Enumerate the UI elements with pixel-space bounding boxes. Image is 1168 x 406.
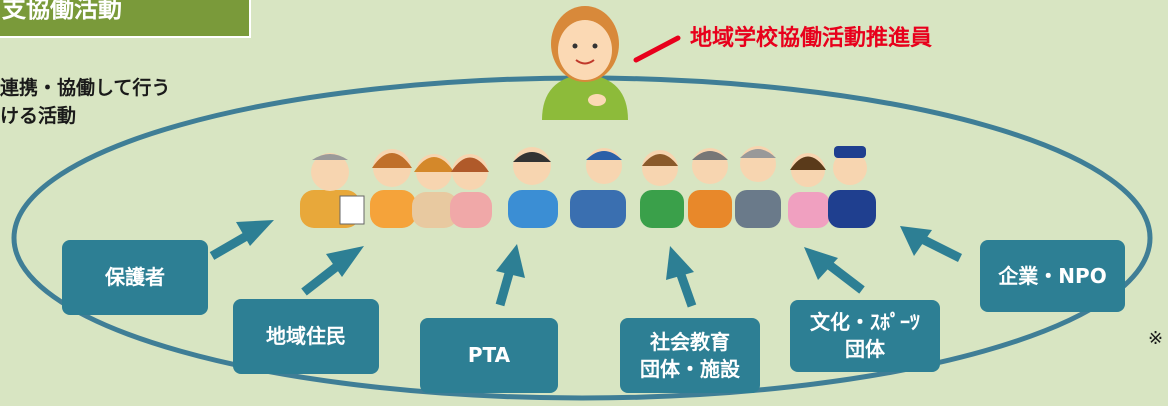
stakeholder-companies-label: 企業・NPO [998,263,1107,288]
description-text: 連携・協働して行う ける活動 [0,74,300,130]
stakeholder-social-education-label-1: 社会教育 [650,329,730,354]
coordinator-illustration [542,6,628,120]
arrow-residents [301,246,364,296]
note-mark: ※ [1148,328,1164,349]
stakeholder-culture-sports-box: 文化・ｽﾎﾟｰﾂ 団体 [790,300,940,372]
description-line-1: 連携・協働して行う [0,77,171,99]
stakeholder-culture-sports-label-1: 文化・ｽﾎﾟｰﾂ [810,310,920,334]
arrow-companies [900,226,963,263]
stakeholder-residents-box: 地域住民 [233,299,379,374]
arrow-culture-sports [804,247,865,294]
arrow-social-education [666,246,697,308]
stakeholder-pta-box: PTA [420,318,558,393]
community-people-illustration [300,146,876,228]
stakeholder-social-education-box: 社会教育 団体・施設 [620,318,760,393]
stakeholder-guardians-box: 保護者 [62,240,208,315]
stakeholder-guardians-label: 保護者 [105,265,165,289]
description-line-2: ける活動 [0,105,77,127]
stakeholder-residents-label: 地域住民 [266,324,346,348]
section-title: 支協働活動 [0,0,251,38]
stakeholder-culture-sports-label-2: 団体 [845,337,885,361]
coordinator-label: 地域学校協働活動推進員 [690,26,933,51]
stakeholder-pta-label: PTA [467,343,511,367]
stakeholder-social-education-label-2: 団体・施設 [640,356,740,381]
coordinator-pointer-line [633,35,681,63]
arrow-guardians [209,220,274,260]
stakeholder-companies-box: 企業・NPO [980,240,1125,312]
arrow-pta [495,244,525,307]
